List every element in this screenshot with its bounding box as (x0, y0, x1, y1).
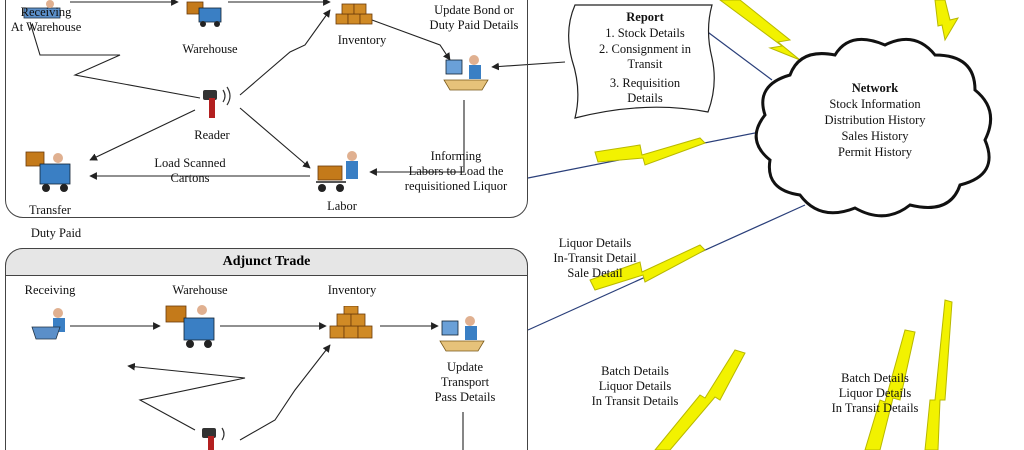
bolt-top (719, 0, 801, 61)
adj-barcode-reader-icon (202, 427, 225, 450)
transfer-forklift-icon (25, 151, 71, 192)
bolt-batch2 (864, 329, 916, 450)
adjunct-flow-arrows (70, 322, 464, 450)
bolt-batch3 (924, 299, 953, 450)
label-adj-receiving: Receiving (24, 283, 76, 297)
adjunct-trade-header: Adjunct Trade (5, 248, 528, 276)
zigzag-adj-reader-receiving (127, 362, 246, 431)
label-liquor-details-link: Liquor Details In-Transit Detail Sale De… (553, 236, 637, 280)
label-update-bond: Update Bond or Duty Paid Details (429, 3, 519, 32)
label-warehouse: Warehouse (182, 42, 238, 56)
label-inventory: Inventory (337, 33, 387, 47)
update-computer-icon (443, 55, 489, 91)
label-receiving-at-warehouse: Receiving At Warehouse (10, 5, 82, 34)
network-item-distribution: Distribution History (824, 113, 926, 127)
label-informing-labors: Informing Labors to Load the requisition… (404, 149, 508, 193)
adj-inventory-boxes-icon (329, 306, 373, 339)
bond-flow-arrows (29, 0, 566, 180)
zigzag-adj-reader-inventory (239, 344, 331, 441)
label-labor: Labor (327, 199, 357, 213)
label-batch-details-link-1: Batch Details Liquor Details In Transit … (591, 364, 679, 408)
labor-trolley-icon (316, 151, 358, 192)
adjunct-trade-title: Adjunct Trade (222, 254, 311, 269)
network-item-permit: Permit History (838, 145, 912, 159)
network-item-stock: Stock Information (829, 97, 921, 111)
receiving-desk-icon (23, 0, 61, 19)
warehouse-forklift-icon (186, 1, 222, 27)
network-item-sales: Sales History (841, 129, 909, 143)
report-shape (568, 4, 715, 119)
label-batch-details-link-2: Batch Details Liquor Details In Transit … (831, 371, 919, 415)
label-adj-warehouse: Warehouse (172, 283, 228, 297)
label-reader: Reader (194, 128, 230, 142)
arrow-reader-labor (239, 107, 311, 169)
zigzag-receiving-reader (29, 21, 201, 99)
bolt-batch1 (654, 349, 746, 450)
inventory-boxes-icon (335, 3, 373, 25)
bolt-bond (594, 137, 706, 166)
label-adj-update-transport: Update Transport Pass Details (434, 360, 496, 404)
line-report-network (704, 29, 773, 81)
label-transfer: Transfer (29, 203, 71, 217)
label-duty-paid: Duty Paid (30, 226, 82, 240)
bolt-adjunct (589, 244, 706, 291)
arrow-update-labor (369, 100, 465, 176)
label-adj-inventory: Inventory (327, 283, 377, 297)
adj-update-computer-icon (439, 316, 485, 352)
bond-trade-panel (5, 0, 528, 218)
report-item-1: 1. Stock Details (605, 26, 685, 40)
wireless-bolts (589, 0, 960, 450)
adj-receiving-desk-icon (31, 308, 65, 340)
arrow-report-update (491, 61, 566, 71)
report-item-3: 3. Requisition Details (609, 76, 681, 105)
zigzag-reader-inventory (239, 9, 331, 96)
report-title: Report (626, 10, 664, 24)
network-title: Network (851, 81, 899, 95)
adj-warehouse-forklift-icon (165, 305, 215, 348)
report-item-2: 2. Consignment in Transit (598, 42, 692, 71)
bolt-corner (934, 0, 960, 42)
label-load-scanned-cartons: Load Scanned Cartons (154, 156, 226, 185)
arrow-reader-transfer (89, 109, 196, 161)
barcode-reader-icon (203, 86, 231, 118)
network-cloud (754, 37, 993, 218)
arrow-inventory-update (371, 19, 451, 61)
